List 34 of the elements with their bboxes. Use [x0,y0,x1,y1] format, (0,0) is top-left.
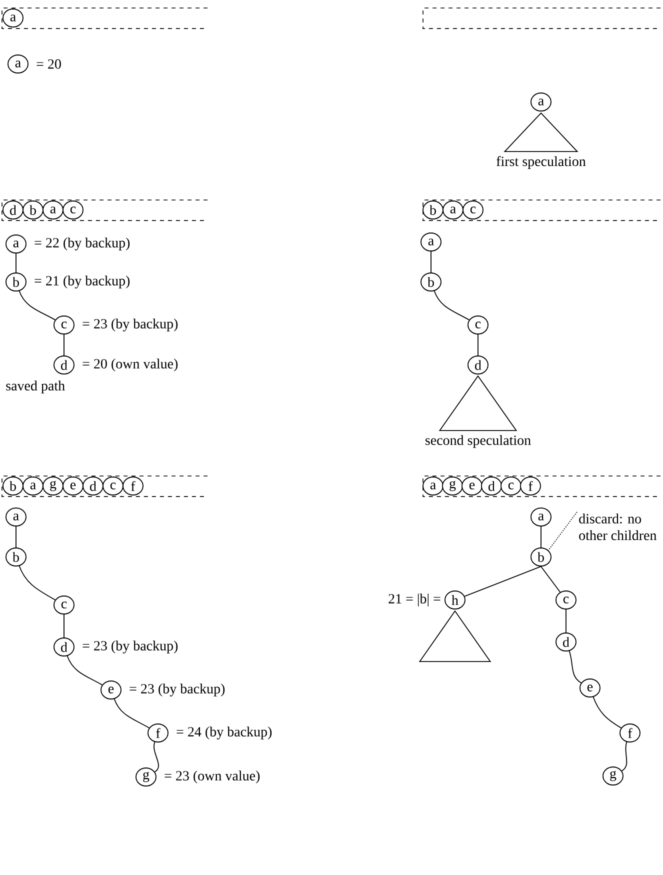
queue-box [422,8,661,29]
leader-line [548,512,578,551]
connector-line [18,566,56,600]
caption-text: saved path [6,380,65,394]
value-text: = 23 (by backup) [82,640,178,654]
connector-line [18,290,56,320]
connector-line [464,566,542,597]
connector-line [621,742,628,772]
queue-box [2,476,208,497]
note-text: discard: no other children [579,514,657,540]
value-text: = 23 (by backup) [130,684,225,696]
queue-box [2,200,208,221]
value-text: = 23 (own value) [164,770,260,784]
value-text: = 20 (own value) [82,358,178,372]
connector-line [592,696,622,728]
connector-line [430,251,432,273]
value-text: = 23 (by backup) [82,318,178,332]
connector-line [154,742,159,772]
queue-box [422,200,661,221]
connector-line [540,566,561,593]
connector-line [66,656,103,686]
value-text: second speculation [426,435,531,448]
value-text: = 21 (by backup) [34,276,130,288]
value-text: 21 = |b| = [388,594,440,606]
value-text: = 24 (by backup) [176,726,272,740]
connector-line [540,526,542,548]
value-text: first speculation [496,156,586,169]
queue-box [422,476,661,497]
connector-line [114,698,150,728]
value-text: = 22 (by backup) [34,238,130,250]
queue-box [2,8,208,29]
connector-line [568,650,582,684]
value-text: = 20 [36,59,61,69]
connector-line [434,290,470,320]
